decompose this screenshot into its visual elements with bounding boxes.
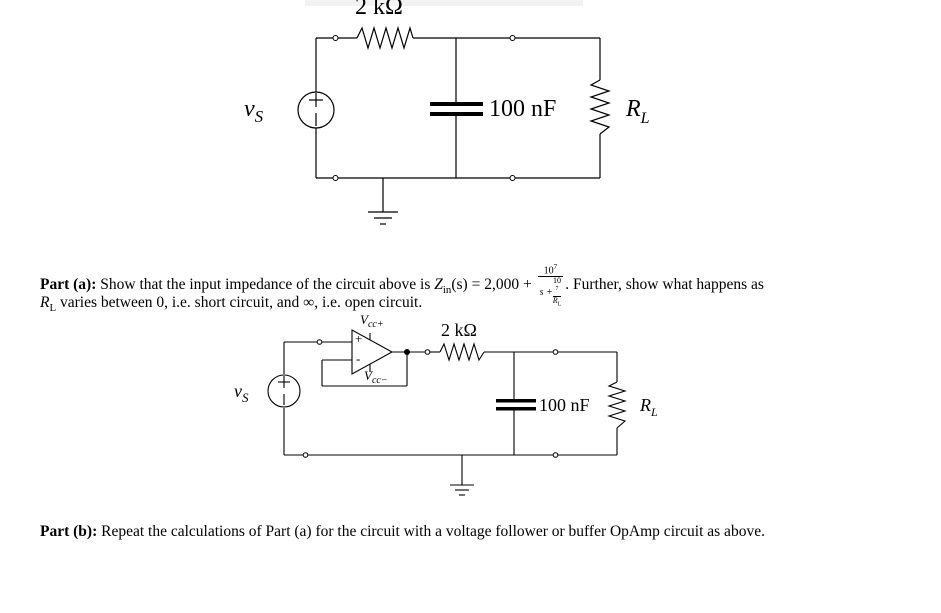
opamp-minus-label: -	[356, 351, 361, 366]
resistor-2k-symbol	[356, 25, 414, 51]
capacitor-symbol	[430, 102, 483, 116]
source-vs-label: vS	[244, 96, 264, 126]
part-a-text-before: Show that the input impedance of the cir…	[100, 275, 431, 293]
part-a-label: Part (a):	[40, 275, 97, 293]
part-a-line-2-text: varies between 0, i.e. short circuit, an…	[59, 294, 423, 311]
resistor-2k-label: 2 kΩ	[355, 0, 403, 20]
load-rl-2-label: RL	[640, 395, 658, 419]
load-resistor-symbol	[589, 79, 611, 135]
part-b-label: Part (b):	[40, 523, 98, 540]
fraction-numerator: 107	[537, 262, 564, 278]
voltage-source-2-symbol	[267, 374, 301, 408]
ground-2-symbol	[450, 484, 474, 496]
top-crop-strip	[305, 0, 583, 6]
load-rl-symbol: R	[626, 96, 641, 122]
circuit-1-wires	[315, 37, 601, 212]
load-rl-label: RL	[626, 96, 650, 127]
feedback-junction-dot	[404, 349, 410, 355]
ground-symbol	[368, 211, 398, 225]
voltage-source-symbol	[297, 91, 335, 129]
circuit-1-terminals	[332, 35, 516, 181]
load-resistor-2-symbol	[607, 381, 627, 429]
vcc-minus-label: Vcc−	[364, 368, 388, 387]
part-a-line-2: RL varies between 0, i.e. short circuit,…	[40, 294, 423, 315]
opamp-plus-label: +	[355, 331, 363, 346]
part-b-text: Repeat the calculations of Part (a) for …	[101, 523, 765, 540]
resistor-2k-2-symbol	[439, 342, 485, 362]
part-a-line-1: Part (a): Show that the input impedance …	[40, 262, 764, 309]
z-arg: (s) = 2,000 +	[451, 275, 532, 293]
opamp-symbol	[351, 329, 394, 375]
capacitor-2-symbol	[496, 399, 536, 411]
part-a-text-after: . Further, show what happens as	[565, 275, 764, 293]
part-b-paragraph: Part (b): Repeat the calculations of Par…	[40, 522, 765, 542]
capacitor-100nf-label: 100 nF	[489, 96, 557, 122]
circuit-2-terminals	[302, 339, 559, 458]
source-vs-symbol: v	[244, 96, 255, 122]
z-symbol: Z	[434, 275, 443, 293]
capacitor-100nf-2-label: 100 nF	[539, 395, 590, 415]
source-vs-sub: S	[254, 107, 264, 126]
z-sub: in	[442, 283, 452, 296]
load-rl-sub: L	[640, 110, 650, 127]
source-vs-2-label: vS	[234, 381, 249, 405]
resistor-2k-2-label: 2 kΩ	[441, 320, 477, 340]
vcc-plus-label: Vcc+	[360, 312, 384, 331]
